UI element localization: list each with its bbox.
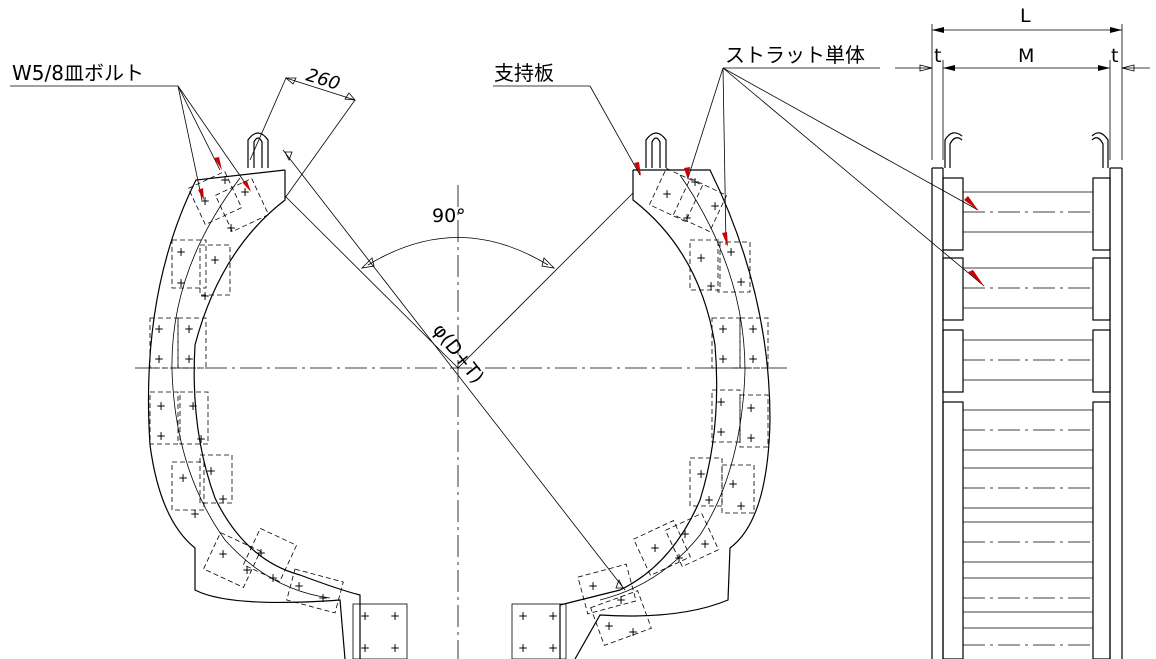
svg-text:+: + (184, 352, 194, 366)
svg-text:+: + (650, 541, 660, 555)
bolt-marker-1 (198, 188, 204, 200)
svg-text:+: + (176, 245, 186, 259)
svg-text:+: + (682, 211, 692, 225)
angle-line-left (284, 195, 459, 369)
svg-text:+: + (718, 352, 728, 366)
svg-text:+: + (716, 425, 726, 439)
svg-text:+: + (240, 185, 250, 199)
dimension-t-right-label: t (1111, 45, 1118, 67)
bolt-label: W5/8皿ボルト (12, 61, 144, 85)
strut-blocks-right: + + + + + + + + + + + + + + + + + + + + + + + + + + +… (511, 167, 769, 659)
side-view: L M t t (895, 5, 1150, 659)
svg-text:+: + (256, 546, 266, 560)
svg-text:+: + (674, 551, 684, 565)
svg-text:+: + (518, 641, 528, 655)
svg-text:+: + (154, 322, 164, 336)
dimension-t-left-label: t (934, 45, 941, 67)
svg-text:+: + (156, 429, 166, 443)
svg-text:+: + (680, 527, 690, 541)
svg-text:+: + (360, 641, 370, 655)
svg-text:+: + (242, 563, 252, 577)
svg-text:+: + (728, 477, 738, 491)
svg-text:+: + (736, 275, 746, 289)
svg-text:+: + (746, 401, 756, 415)
svg-text:+: + (690, 175, 700, 189)
svg-text:+: + (184, 322, 194, 336)
svg-text:+: + (706, 279, 716, 293)
svg-text:+: + (588, 579, 598, 593)
diameter-line (282, 149, 626, 591)
strut-unit-label: ストラット単体 (725, 43, 865, 67)
svg-text:+: + (294, 579, 304, 593)
svg-text:+: + (268, 571, 278, 585)
bolt-marker-3 (242, 181, 251, 192)
dimension-M-label: M (1018, 45, 1034, 67)
svg-text:+: + (220, 173, 230, 187)
angle-line-right (457, 192, 634, 369)
svg-text:+: + (662, 187, 672, 201)
svg-text:+: + (156, 399, 166, 413)
svg-text:+: + (628, 625, 638, 639)
svg-text:+: + (604, 619, 614, 633)
svg-text:+: + (736, 499, 746, 513)
svg-text:+: + (716, 395, 726, 409)
svg-text:+: + (710, 199, 720, 213)
svg-text:+: + (190, 507, 200, 521)
svg-text:+: + (548, 641, 558, 655)
svg-text:+: + (218, 547, 228, 561)
svg-text:+: + (718, 322, 728, 336)
svg-text:+: + (200, 289, 210, 303)
svg-text:+: + (518, 609, 528, 623)
svg-text:+: + (176, 276, 186, 290)
svg-text:+: + (696, 467, 706, 481)
svg-text:+: + (746, 431, 756, 445)
lifting-lug-right (645, 132, 667, 168)
dimension-L-label: L (1020, 5, 1031, 27)
svg-text:+: + (748, 352, 758, 366)
width-dimension-label: 260 (304, 65, 343, 95)
angle-label: 90° (432, 205, 466, 227)
svg-text:+: + (318, 591, 328, 605)
support-plate-label: 支持板 (494, 61, 554, 85)
side-struts (963, 191, 1093, 646)
svg-text:+: + (748, 322, 758, 336)
angle-arc (367, 237, 549, 266)
svg-text:+: + (390, 609, 400, 623)
svg-text:+: + (154, 352, 164, 366)
svg-text:+: + (210, 253, 220, 267)
front-view: + + + + + + + + + + + + + + + + + + + + + + + + + + +… (10, 43, 985, 659)
svg-text:+: + (178, 471, 188, 485)
strut-blocks-left: ++ ++ ++ ++ ++ ++ ++ ++ ++ ++ ++ ++ ++ +… (149, 170, 408, 659)
bolt-marker-2 (214, 157, 222, 170)
svg-text:+: + (218, 492, 228, 506)
svg-text:+: + (200, 194, 210, 208)
svg-text:+: + (616, 593, 626, 607)
svg-text:+: + (726, 245, 736, 259)
svg-text:+: + (696, 251, 706, 265)
svg-text:+: + (196, 432, 206, 446)
svg-text:+: + (548, 609, 558, 623)
svg-text:+: + (360, 609, 370, 623)
side-support-blocks (942, 177, 1111, 659)
lifting-lug-left (247, 132, 269, 168)
svg-text:+: + (704, 493, 714, 507)
svg-text:+: + (390, 641, 400, 655)
svg-text:+: + (188, 399, 198, 413)
svg-text:+: + (700, 537, 710, 551)
svg-text:+: + (226, 221, 236, 235)
svg-text:+: + (206, 464, 216, 478)
